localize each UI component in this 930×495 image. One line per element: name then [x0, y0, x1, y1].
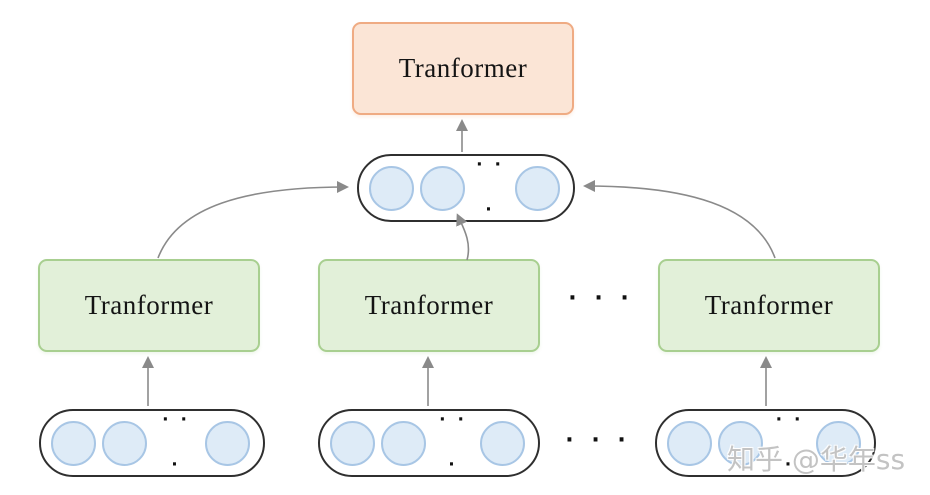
segment-transformer-box-2: Tranformer [318, 259, 540, 352]
token-circle [330, 420, 375, 466]
output-transformer-label: Tranformer [398, 53, 528, 83]
arrow-encoder1-to-aggregate [157, 181, 349, 259]
segment-transformer-box-1: Tranformer [38, 259, 260, 352]
token-circle [420, 165, 465, 211]
output-transformer-box: Tranformer [352, 22, 574, 115]
segment-transformer-box-3: Tranformer [658, 259, 880, 352]
token-circle [51, 420, 96, 466]
watermark-text: 知乎 @华年ss [727, 443, 906, 476]
input-tokens-pill-1: · · · [39, 409, 265, 477]
aggregated-tokens-pill: · · · [357, 154, 575, 222]
segment-transformer-label-1: Tranformer [84, 290, 214, 320]
segment-transformer-label-3: Tranformer [704, 290, 834, 320]
input-row-ellipsis: · · · [565, 428, 631, 453]
arrow-encoder2-to-aggregate [456, 213, 470, 261]
token-ellipsis: · · · [476, 155, 504, 220]
input-tokens-pill-2: · · · [318, 409, 540, 477]
token-circle [718, 420, 763, 466]
token-circle [667, 420, 712, 466]
segment-transformer-label-2: Tranformer [364, 290, 494, 320]
input-tokens-pill-3: · · · [655, 409, 876, 477]
arrow-encoder3-to-aggregate [583, 180, 776, 259]
token-circle [205, 420, 250, 466]
token-circle [369, 165, 414, 211]
token-circle [515, 165, 560, 211]
token-circle [102, 420, 147, 466]
segment-row-ellipsis: · · · [568, 286, 634, 311]
token-circle [381, 420, 426, 466]
token-circle [816, 420, 861, 466]
token-ellipsis: · · · [439, 410, 467, 475]
token-circle [480, 420, 525, 466]
token-ellipsis: · · · [775, 410, 804, 475]
token-ellipsis: · · · [162, 410, 190, 475]
